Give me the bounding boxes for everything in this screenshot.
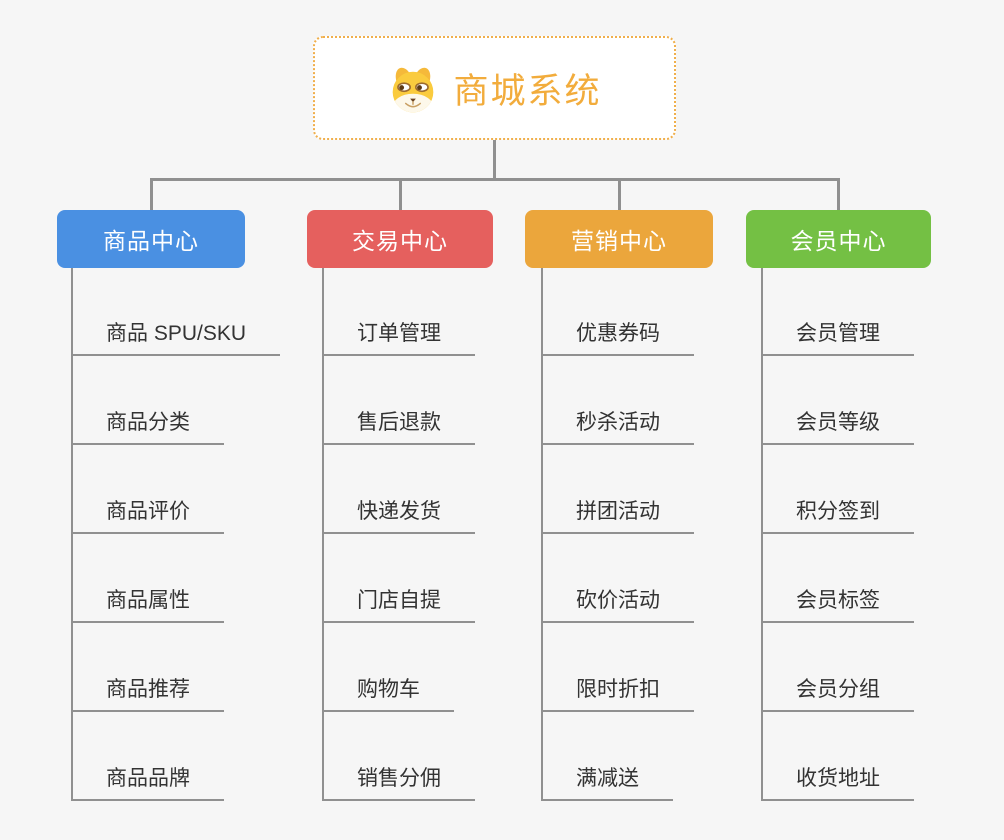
- branch-node-trade-center[interactable]: 交易中心: [307, 210, 493, 268]
- leaf-node-product-center-6[interactable]: 商品品牌: [71, 766, 224, 801]
- leaf-node-product-center-5[interactable]: 商品推荐: [71, 677, 224, 712]
- branch-drop-line: [837, 178, 840, 212]
- branch-drop-line: [150, 178, 153, 212]
- branch-node-member-center[interactable]: 会员中心: [746, 210, 931, 268]
- leaf-node-trade-center-1[interactable]: 订单管理: [322, 321, 475, 356]
- leaf-node-product-center-4[interactable]: 商品属性: [71, 588, 224, 623]
- leaf-node-member-center-3[interactable]: 积分签到: [761, 499, 914, 534]
- branch-node-marketing-center[interactable]: 营销中心: [525, 210, 713, 268]
- leaf-node-member-center-4[interactable]: 会员标签: [761, 588, 914, 623]
- root-title: 商城系统: [453, 71, 602, 111]
- root-node[interactable]: 商城系统: [313, 36, 676, 140]
- leaf-node-product-center-2[interactable]: 商品分类: [71, 410, 224, 445]
- leaf-node-trade-center-5[interactable]: 购物车: [322, 677, 454, 712]
- leaf-node-marketing-center-6[interactable]: 满减送: [541, 766, 673, 801]
- leaf-node-member-center-6[interactable]: 收货地址: [761, 766, 914, 801]
- leaf-node-product-center-3[interactable]: 商品评价: [71, 499, 224, 534]
- column-trunk-line: [541, 268, 543, 801]
- leaf-node-marketing-center-4[interactable]: 砍价活动: [541, 588, 694, 623]
- branch-label: 营销中心: [571, 228, 667, 254]
- leaf-node-trade-center-6[interactable]: 销售分佣: [322, 766, 475, 801]
- column-trunk-line: [761, 268, 763, 801]
- branch-bus-line: [150, 178, 839, 181]
- column-trunk-line: [71, 268, 73, 801]
- leaf-node-marketing-center-1[interactable]: 优惠券码: [541, 321, 694, 356]
- doge-icon: [393, 67, 434, 113]
- branch-label: 会员中心: [790, 228, 887, 254]
- leaf-node-member-center-2[interactable]: 会员等级: [761, 410, 914, 445]
- branch-drop-line: [399, 178, 402, 212]
- leaf-node-member-center-5[interactable]: 会员分组: [761, 677, 914, 712]
- column-trunk-line: [322, 268, 324, 801]
- leaf-node-product-center-1[interactable]: 商品 SPU/SKU: [71, 321, 281, 356]
- branch-label: 交易中心: [352, 228, 448, 254]
- branch-node-product-center[interactable]: 商品中心: [57, 210, 245, 268]
- leaf-node-trade-center-3[interactable]: 快递发货: [322, 499, 475, 534]
- leaf-node-marketing-center-5[interactable]: 限时折扣: [541, 677, 694, 712]
- branch-label: 商品中心: [103, 228, 199, 254]
- root-stem-line: [493, 140, 496, 179]
- leaf-node-member-center-1[interactable]: 会员管理: [761, 321, 914, 356]
- leaf-node-trade-center-4[interactable]: 门店自提: [322, 588, 475, 623]
- leaf-node-trade-center-2[interactable]: 售后退款: [322, 410, 475, 445]
- leaf-node-marketing-center-3[interactable]: 拼团活动: [541, 499, 694, 534]
- leaf-node-marketing-center-2[interactable]: 秒杀活动: [541, 410, 694, 445]
- branch-drop-line: [618, 178, 621, 212]
